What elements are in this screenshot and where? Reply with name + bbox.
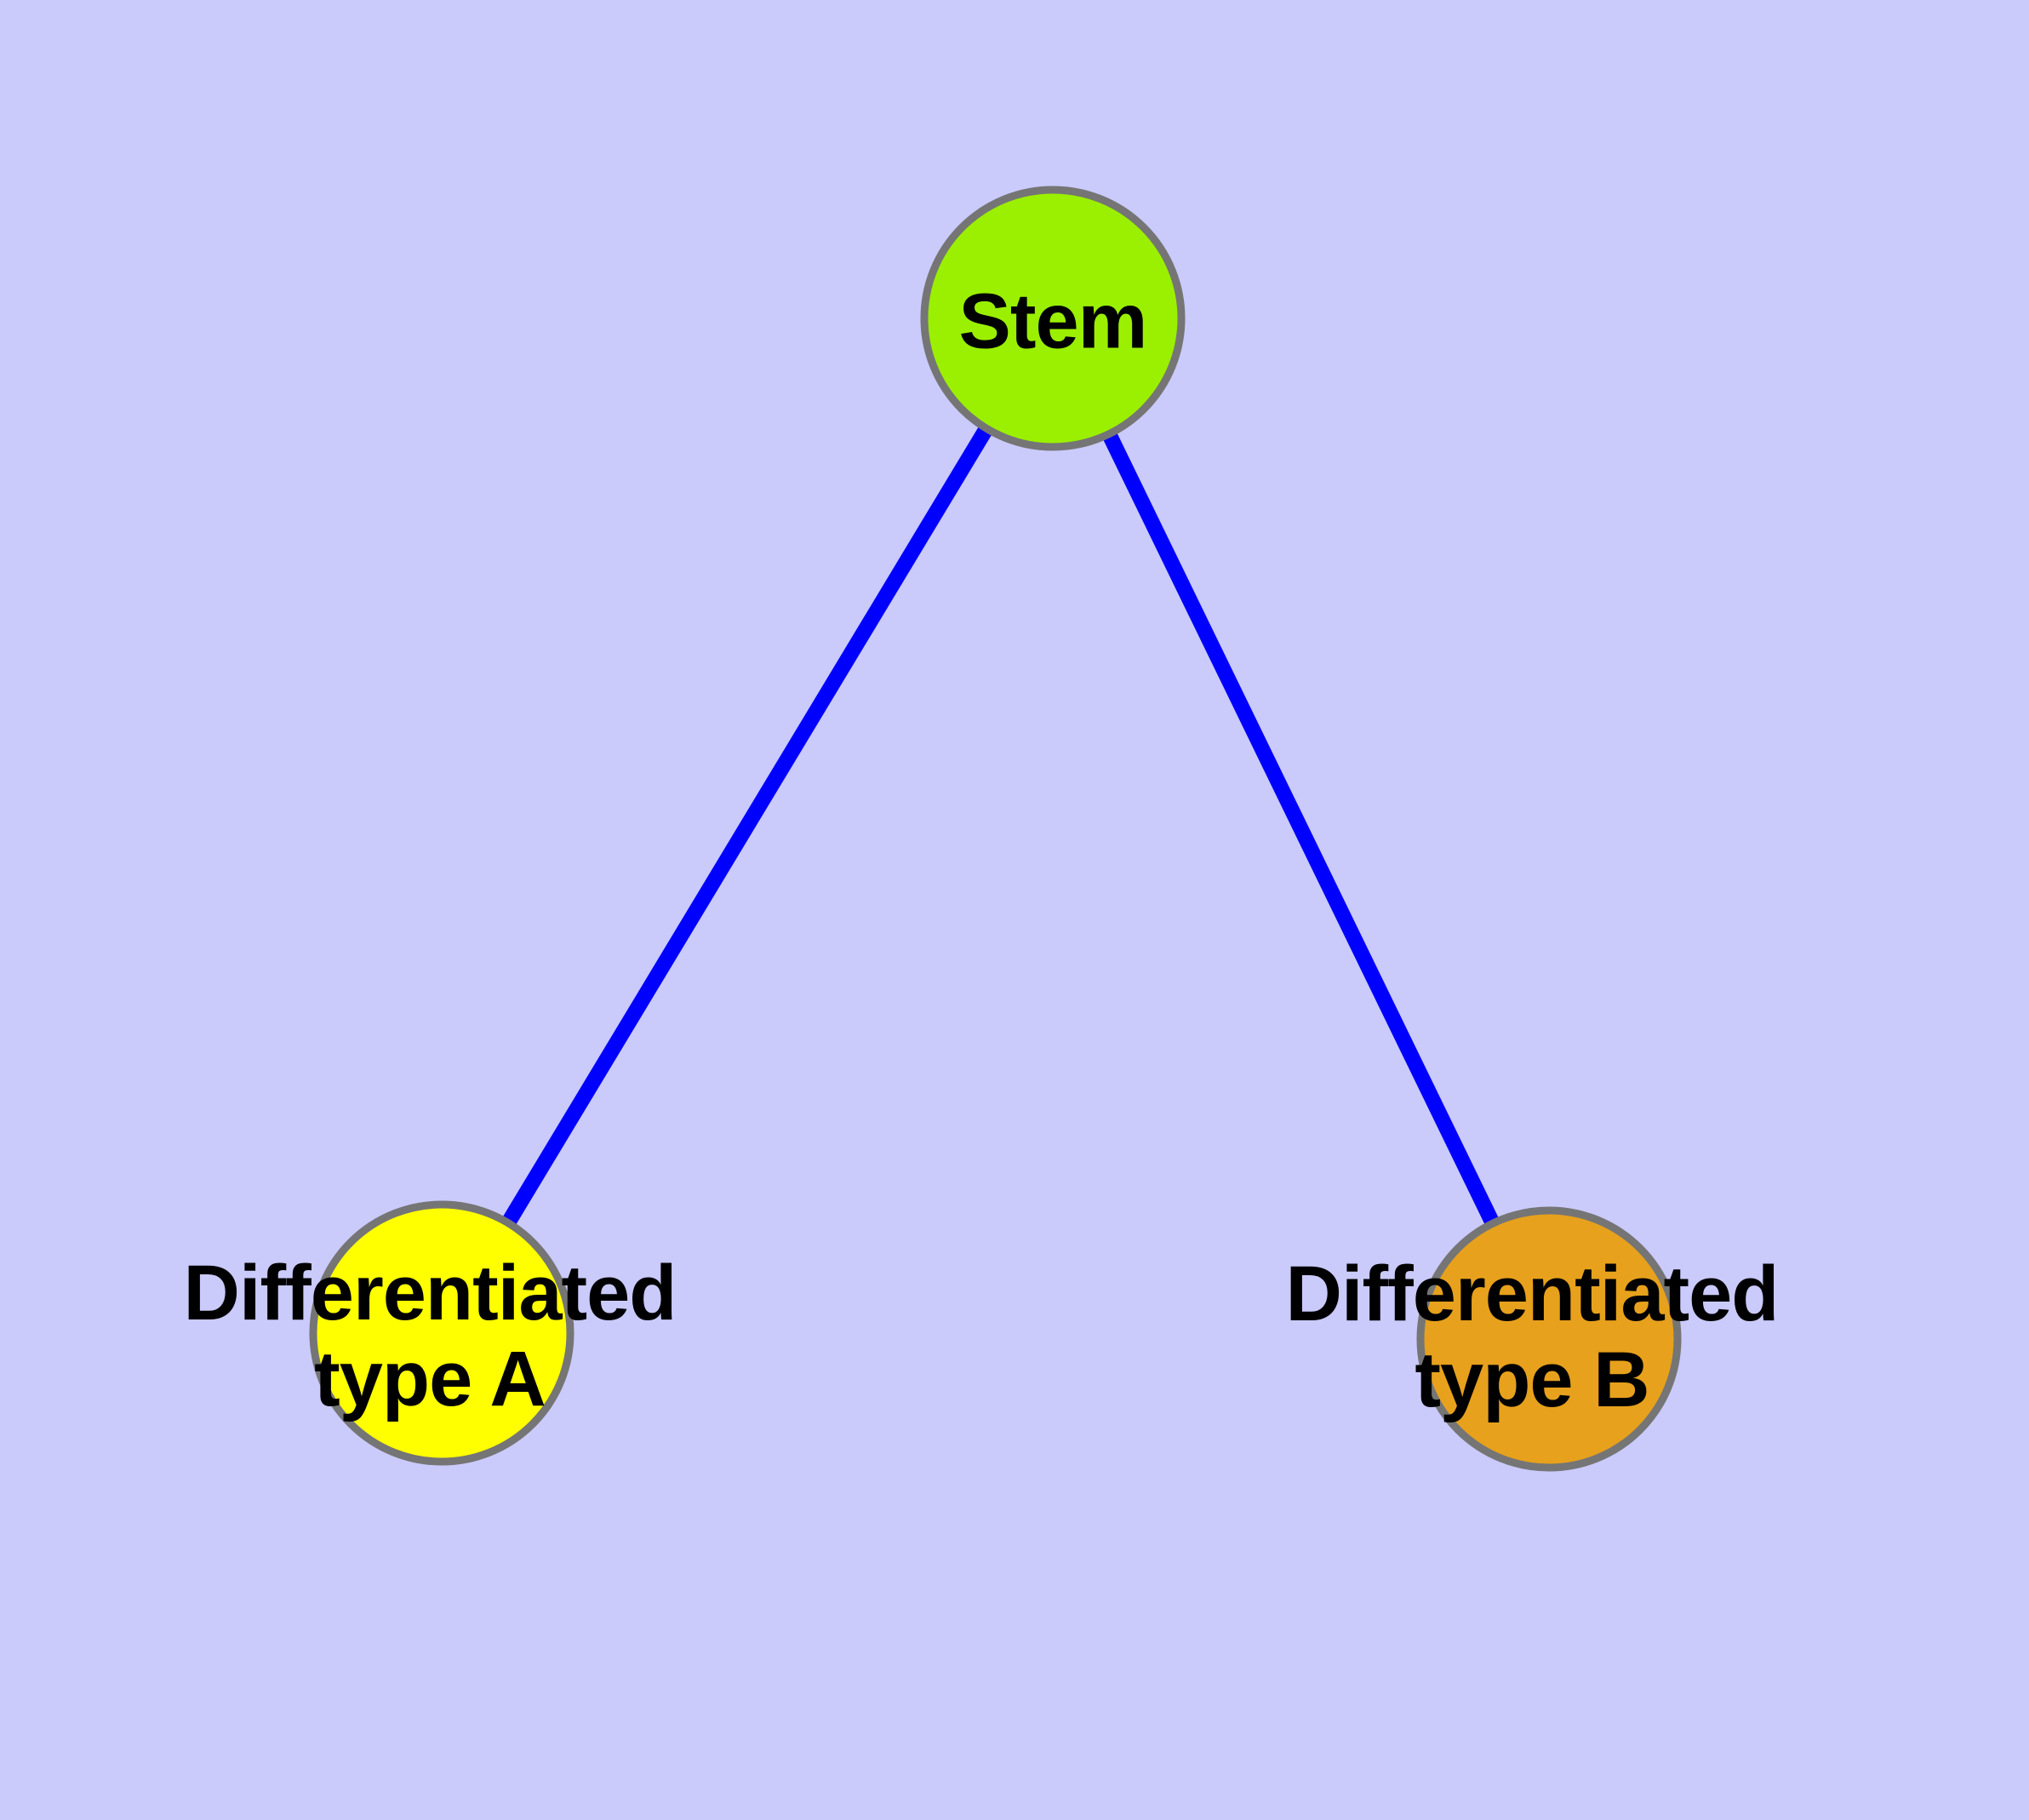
type-a-label-line1: Differentiated: [183, 1249, 677, 1336]
stem-node-label-text: Stem: [958, 278, 1148, 365]
type-b-label-line1: Differentiated: [1285, 1250, 1780, 1337]
type-a-label-line2: type A: [314, 1336, 546, 1422]
stem-node-circle: [920, 186, 1186, 451]
type-b-label-line2: type B: [1415, 1336, 1649, 1423]
type-b-node-label: Differentiated type B: [1285, 1250, 1780, 1423]
type-b-node-circle: [1416, 1206, 1682, 1472]
stem-node-label: Stem: [958, 278, 1148, 365]
edge-stem-to-type-a: [435, 314, 1060, 1337]
type-a-node-circle: [309, 1200, 574, 1466]
type-a-node-label: Differentiated type A: [183, 1249, 677, 1422]
edge-stem-to-type-b: [1045, 315, 1557, 1342]
